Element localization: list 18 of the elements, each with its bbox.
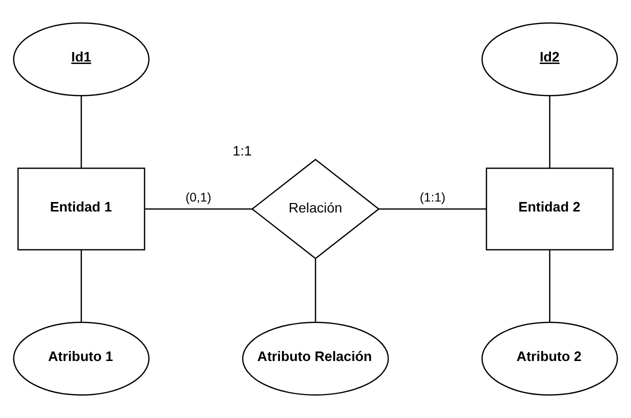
edge-label: (1:1)	[420, 190, 446, 204]
connector	[80, 250, 82, 322]
connector	[549, 96, 550, 168]
node-ellipse: Id1	[13, 22, 150, 96]
node-ellipse: Atributo 1	[13, 322, 150, 396]
edge-label: (0,1)	[186, 190, 212, 204]
node-box: Entidad 1	[17, 168, 146, 250]
connector	[549, 250, 550, 322]
connector	[378, 208, 486, 210]
node-ellipse: Atributo Relación	[242, 322, 389, 396]
connector	[314, 258, 316, 322]
node-ellipse: Id2	[481, 22, 618, 96]
connector	[144, 208, 252, 210]
node-box: Entidad 2	[486, 168, 614, 250]
node-diamond: Relación	[251, 158, 380, 260]
node-label: 1:1	[232, 144, 252, 159]
node-ellipse: Atributo 2	[481, 322, 618, 396]
connector	[80, 96, 82, 168]
